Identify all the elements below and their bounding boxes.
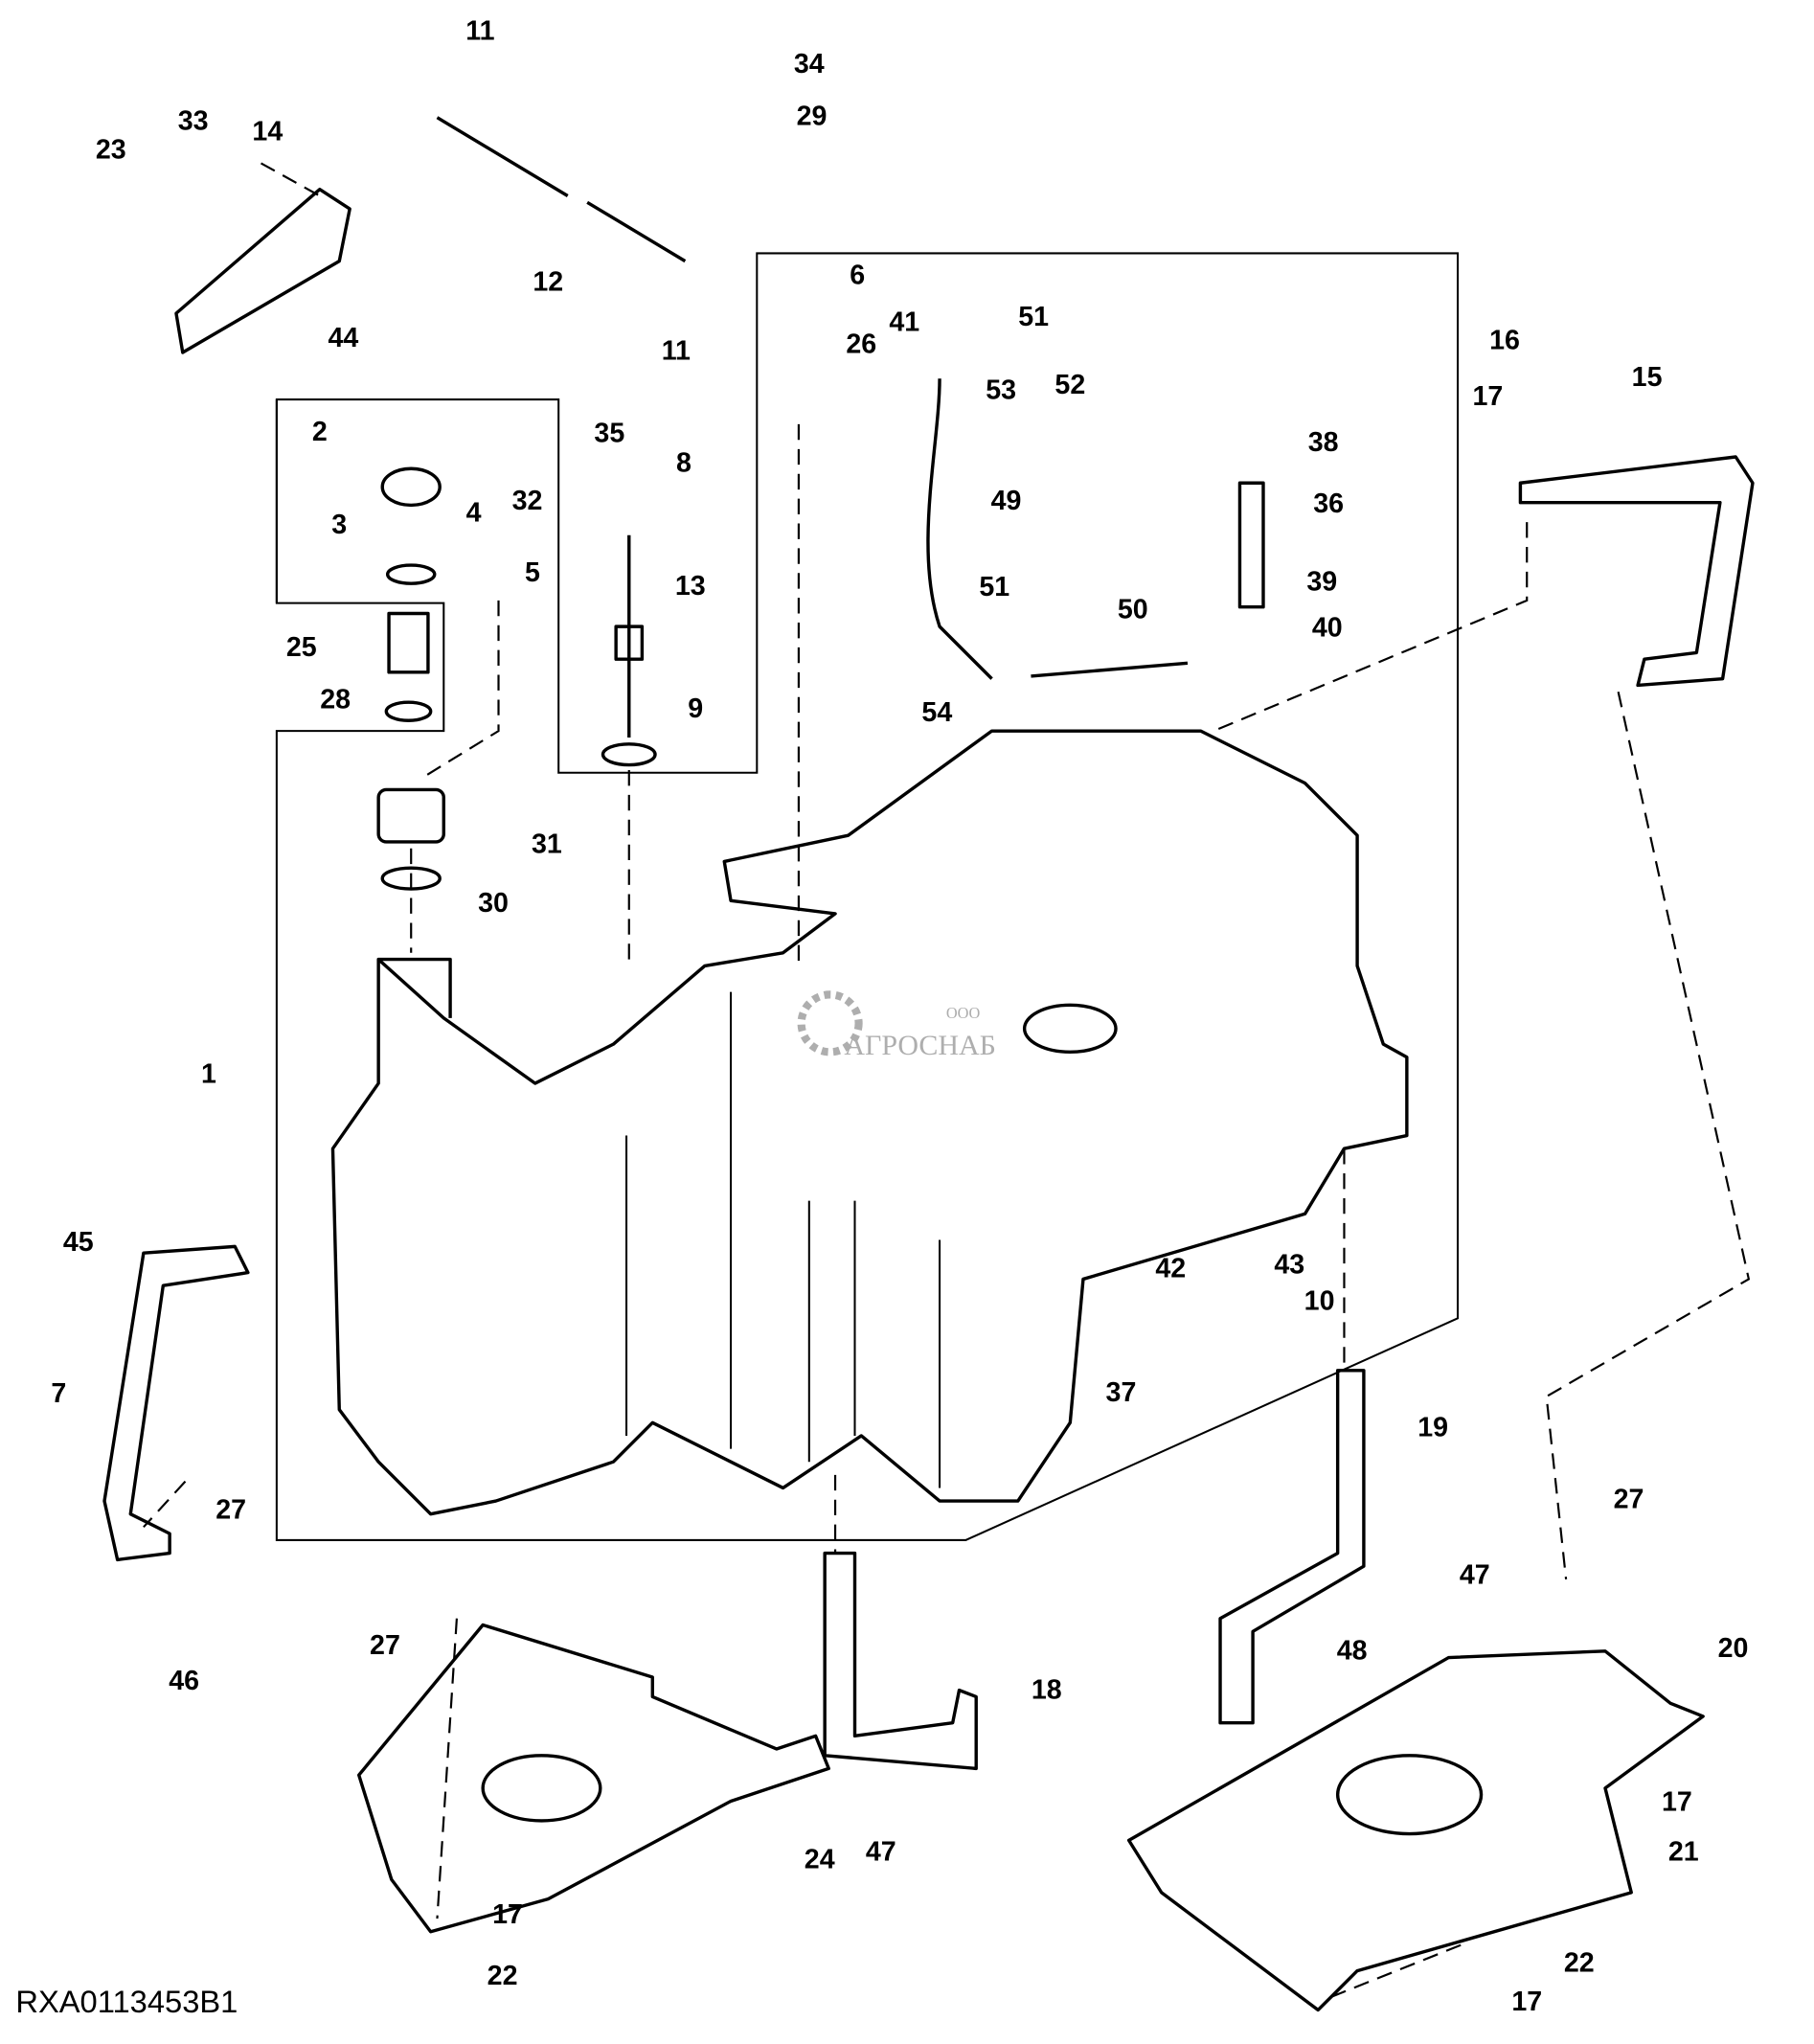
callout-51: 51	[1018, 302, 1049, 332]
callout-1: 1	[201, 1058, 216, 1089]
callout-27: 27	[1614, 1485, 1644, 1515]
callout-7: 7	[51, 1378, 66, 1409]
callout-12: 12	[533, 266, 563, 297]
callout-47: 47	[866, 1837, 896, 1868]
callout-8: 8	[676, 448, 692, 479]
callout-46: 46	[169, 1666, 199, 1696]
fuel-line-49	[926, 378, 993, 680]
watermark-name: АГРОСНАБ	[844, 1030, 995, 1061]
callout-53: 53	[986, 375, 1016, 405]
callout-50: 50	[1118, 594, 1148, 625]
callout-17: 17	[1511, 1987, 1542, 2017]
callout-42: 42	[1155, 1253, 1186, 1283]
fuel-tank	[330, 729, 1409, 1516]
tank-opening	[1022, 1003, 1118, 1055]
callout-45: 45	[63, 1227, 94, 1258]
callout-25: 25	[286, 632, 317, 663]
callout-40: 40	[1312, 612, 1343, 643]
callout-34: 34	[794, 49, 825, 79]
callout-39: 39	[1306, 567, 1337, 598]
callout-29: 29	[797, 101, 828, 131]
callout-17: 17	[492, 1899, 523, 1930]
callout-15: 15	[1632, 362, 1663, 393]
filler-adapter-31	[376, 787, 445, 844]
callout-19: 19	[1417, 1413, 1448, 1443]
callout-49: 49	[991, 486, 1022, 516]
callout-20: 20	[1718, 1633, 1749, 1664]
callout-31: 31	[532, 829, 562, 860]
callout-27: 27	[370, 1630, 400, 1661]
callout-44: 44	[328, 323, 358, 353]
callout-52: 52	[1054, 370, 1085, 400]
callout-54: 54	[921, 697, 952, 728]
shield-20	[1126, 1649, 1705, 2012]
callout-14: 14	[252, 117, 283, 148]
callout-11: 11	[662, 336, 691, 367]
callout-51: 51	[979, 572, 1009, 602]
callout-2: 2	[312, 417, 328, 447]
callout-35: 35	[594, 418, 624, 448]
callout-10: 10	[1304, 1286, 1335, 1317]
bracket-44	[174, 187, 351, 354]
callout-38: 38	[1308, 427, 1339, 458]
callout-9: 9	[688, 693, 703, 724]
callout-30: 30	[478, 888, 509, 919]
callout-27: 27	[215, 1495, 246, 1526]
fuel-cap-2	[380, 466, 442, 508]
callout-37: 37	[1106, 1377, 1137, 1408]
tank-group-frame	[275, 252, 1460, 1541]
figure-id: RXA0113453B1	[15, 1984, 238, 2019]
callout-11: 11	[465, 16, 494, 47]
callout-22: 22	[488, 1961, 518, 1991]
callout-32: 32	[512, 486, 543, 516]
watermark-logo: ООО АГРОСНАБ	[797, 990, 996, 1061]
callout-47: 47	[1460, 1560, 1490, 1591]
callout-17: 17	[1662, 1787, 1692, 1818]
callout-43: 43	[1274, 1249, 1304, 1280]
strainer-25	[387, 611, 430, 674]
callout-28: 28	[320, 684, 351, 715]
hose-12	[436, 116, 687, 263]
callout-16: 16	[1489, 326, 1520, 356]
callout-22: 22	[1564, 1947, 1595, 1978]
callout-5: 5	[525, 557, 540, 588]
callout-4: 4	[466, 498, 482, 529]
callout-48: 48	[1337, 1636, 1368, 1667]
callout-18: 18	[1032, 1675, 1062, 1706]
callout-13: 13	[675, 571, 706, 602]
filler-neck	[378, 957, 452, 1018]
bracket-19	[1218, 1369, 1366, 1725]
shield-24	[357, 1623, 830, 1934]
callout-41: 41	[889, 307, 919, 338]
callout-24: 24	[805, 1845, 835, 1875]
callout-3: 3	[331, 510, 347, 540]
callout-26: 26	[846, 329, 876, 360]
bracket-18	[823, 1551, 978, 1771]
callout-36: 36	[1313, 488, 1344, 519]
watermark-prefix: ООО	[946, 1004, 981, 1022]
callout-17: 17	[1472, 381, 1503, 412]
callout-21: 21	[1668, 1837, 1699, 1868]
callout-33: 33	[178, 106, 209, 137]
callout-6: 6	[850, 261, 865, 291]
callout-23: 23	[96, 135, 126, 166]
bracket-15	[1518, 455, 1755, 688]
bracket-7	[102, 1244, 250, 1562]
